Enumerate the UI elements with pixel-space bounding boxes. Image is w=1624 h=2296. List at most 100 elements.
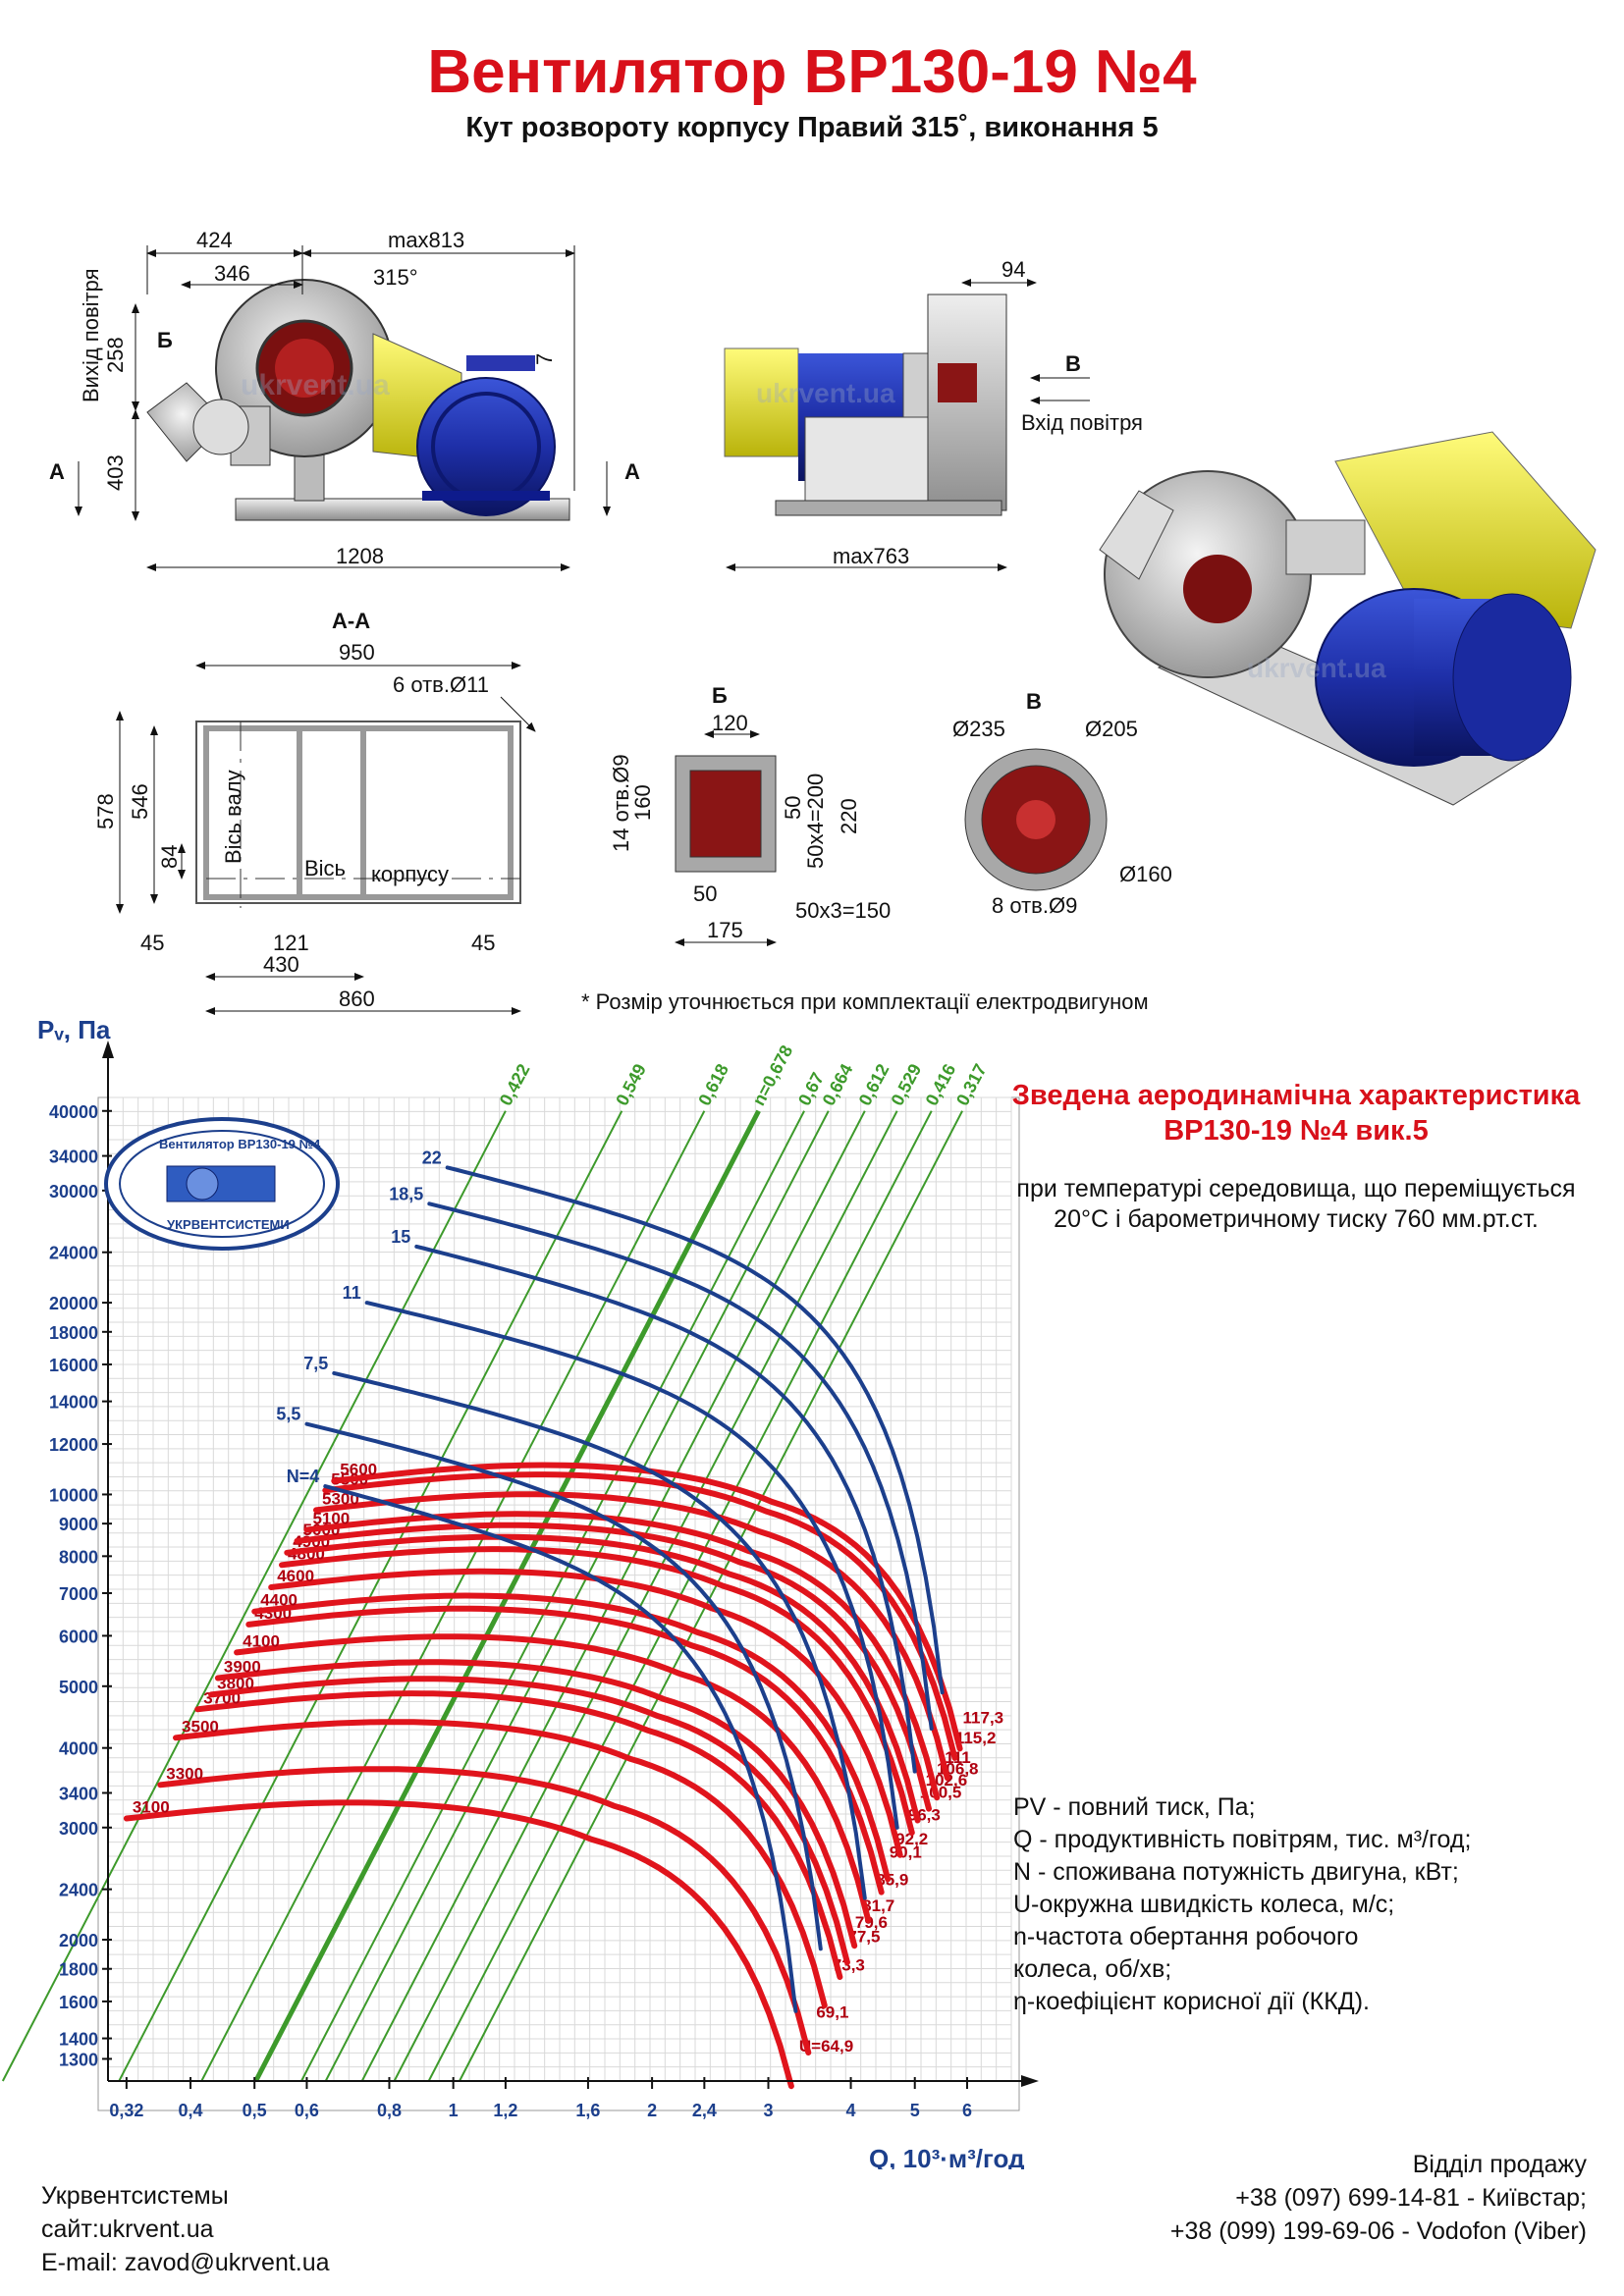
speed-label: 3300: [166, 1764, 203, 1783]
page-subtitle: Кут розвороту корпусу Правий 315˚, викон…: [465, 112, 1159, 143]
power-label: 22: [422, 1148, 442, 1167]
speed-curve: [173, 1719, 828, 2008]
dim-label: 346: [214, 261, 250, 286]
company-info: Укрвентсистемы сайт:ukrvent.ua E-mail: z…: [41, 2179, 330, 2279]
y-tick-label: 10000: [49, 1485, 98, 1505]
power-label: 5,5: [276, 1405, 300, 1424]
velocity-label: 69,1: [816, 2003, 848, 2022]
y-tick-label: 12000: [49, 1435, 98, 1455]
speed-curve: [123, 1799, 794, 2090]
velocity-label: 117,3: [963, 1709, 1004, 1728]
section-marker: Б: [157, 328, 173, 352]
efficiency-line: [118, 1110, 623, 2082]
legend-item: n-частота обертання робочого: [1013, 1923, 1359, 1950]
detail-b: Б 120 14 отв.Ø9 160 50 50x4=200 220 50 5…: [609, 683, 891, 946]
power-curve: [332, 1370, 867, 1900]
speed-curve: [284, 1533, 921, 1824]
power-curve: [445, 1165, 945, 1695]
logo-bottom-text: УКРВЕНТСИСТЕМИ: [167, 1217, 290, 1232]
dim-label: Ø235: [952, 717, 1005, 741]
velocity-label: 111: [945, 1748, 971, 1767]
dim-label: 94: [1001, 257, 1025, 282]
y-axis-label: Pᵥ, Па: [37, 1015, 111, 1044]
section-title: Б: [712, 683, 728, 708]
dim-label: 121: [273, 931, 309, 955]
watermark: ukrvent.ua: [1247, 653, 1386, 683]
dim-label: 14 отв.Ø9: [609, 754, 633, 852]
speed-curve: [322, 1471, 958, 1761]
y-tick-label: 16000: [49, 1356, 98, 1375]
y-tick-label: 34000: [49, 1148, 98, 1167]
efficiency-line: [300, 1110, 805, 2082]
page-title: Вентилятор ВР130-19 №4: [427, 38, 1197, 106]
x-tick-label: 1: [449, 2101, 459, 2120]
dim-label: 120: [712, 711, 748, 735]
power-curve: [304, 1421, 823, 1951]
y-axis-arrow: [102, 1041, 114, 1058]
x-tick-label: 1,6: [575, 2101, 600, 2120]
side-view: ukrvent.ua max763 94 В Вхід повітря: [724, 257, 1143, 571]
speed-curve: [313, 1491, 950, 1782]
legend-item: колеса, об/хв;: [1013, 1955, 1172, 1983]
company-site-link[interactable]: сайт:ukrvent.ua: [41, 2216, 214, 2243]
dim-label: 258: [103, 337, 128, 373]
x-tick-label: 6: [962, 2101, 972, 2120]
power-label: N=4: [287, 1467, 320, 1486]
y-tick-label: 6000: [59, 1627, 98, 1646]
dim-label: 45: [140, 931, 164, 955]
y-tick-label: 3400: [59, 1784, 98, 1803]
x-tick-label: 4: [846, 2101, 856, 2120]
dim-label: 1208: [336, 544, 384, 568]
phone-link[interactable]: +38 (097) 699-14-81 - Київстар;: [1235, 2184, 1587, 2212]
speed-curve: [251, 1592, 892, 1883]
x-tick-label: 0,4: [179, 2101, 203, 2120]
logo-top-text: Вентилятор ВР130-19 №4: [159, 1137, 321, 1151]
sales-contacts: Відділ продажу +38 (097) 699-14-81 - Киї…: [1170, 2148, 1587, 2248]
speed-label: 4600: [277, 1567, 314, 1585]
y-tick-label: 1400: [59, 2030, 98, 2050]
chart-legend: PV - повний тиск, Па; Q - продуктивність…: [1013, 1791, 1471, 2018]
dim-label: 7: [532, 353, 557, 365]
speed-label: 3900: [224, 1657, 261, 1676]
legend-item: PV - повний тиск, Па;: [1013, 1793, 1256, 1821]
velocity-label: 92,2: [895, 1830, 928, 1848]
speed-curve: [208, 1676, 850, 1966]
chart-axes: 1300140016001800200024003000340040005000…: [49, 1041, 1039, 2120]
watermark: ukrvent.ua: [241, 369, 390, 401]
x-axis-arrow: [1021, 2075, 1039, 2087]
section-marker: А: [624, 459, 640, 484]
section-title: В: [1026, 689, 1042, 714]
speed-curve: [268, 1568, 903, 1858]
section-marker: А: [49, 459, 65, 484]
dim-label: 160: [630, 784, 655, 821]
dim-label: 6 отв.Ø11: [393, 672, 489, 697]
dim-label: 175: [707, 918, 743, 942]
y-tick-label: 24000: [49, 1244, 98, 1263]
company-logo: Вентилятор ВР130-19 №4 УКРВЕНТСИСТЕМИ: [104, 1117, 340, 1251]
power-curve: [323, 1484, 798, 2013]
y-tick-label: 3000: [59, 1819, 98, 1839]
power-curve: [414, 1244, 917, 1774]
y-tick-label: 1300: [59, 2050, 98, 2069]
speed-label: 4400: [260, 1591, 298, 1610]
power-curve: [427, 1201, 934, 1731]
housing-axis-label: Вісь: [304, 856, 346, 881]
company-email-link[interactable]: E-mail: zavod@ukrvent.ua: [41, 2249, 330, 2276]
dim-label: 50x3=150: [795, 898, 891, 923]
efficiency-line: [393, 1110, 898, 2082]
shaft-axis-label: Вісь валу: [221, 770, 245, 864]
legend-item: U-окружна швидкість колеса, м/с;: [1013, 1891, 1395, 1918]
sales-title: Відділ продажу: [1412, 2151, 1587, 2178]
phone-link[interactable]: +38 (099) 199-69-06 - Vodofon (Viber): [1169, 2217, 1587, 2245]
dim-label: 8 отв.Ø9: [992, 893, 1077, 918]
air-outlet-label: Вихід повітря: [79, 268, 103, 402]
dim-label: max813: [388, 228, 464, 252]
dim-label: 50x4=200: [803, 774, 828, 869]
dim-label: 220: [837, 798, 861, 834]
dim-label: 424: [196, 228, 233, 252]
dim-label: 950: [339, 640, 375, 665]
speed-curve: [157, 1766, 812, 2056]
power-label: 7,5: [303, 1354, 328, 1373]
speed-curve: [245, 1605, 885, 1896]
